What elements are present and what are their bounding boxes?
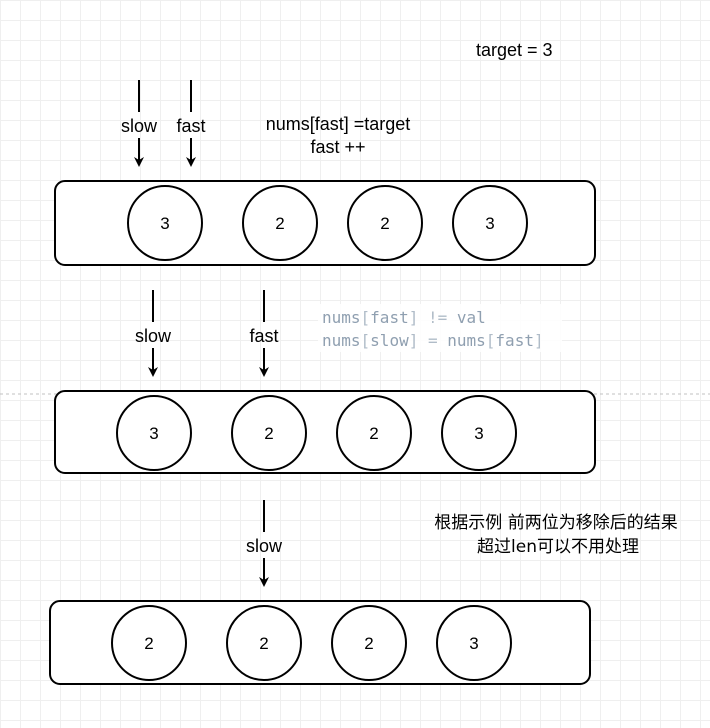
array-element-value: 2 [364,634,373,653]
target-label: target = 3 [476,40,553,60]
array-element-circle [452,185,528,261]
fast-pointer-label: fast [176,116,205,136]
array-element-circle [111,605,187,681]
fast-pointer-label: fast [249,326,278,346]
array-element-circle [331,605,407,681]
step-1: slow fast nums[fast] =target fast ++ 3 2… [54,80,596,266]
array-element-circle [231,395,307,471]
array-element-circle [441,395,517,471]
array-element-value: 2 [144,634,153,653]
array-element-value: 3 [474,424,483,443]
array-element-circle [116,395,192,471]
step-3: slow 根据示例 前两位为移除后的结果 超过len可以不用处理 2 2 2 3 [49,500,678,685]
array-element-circle [242,185,318,261]
code-snippet-line1: nums[fast] != val [322,308,486,327]
array-element-circle [436,605,512,681]
code-snippet-line2: nums[slow] = nums[fast] [322,331,544,350]
slow-pointer-label: slow [121,116,158,136]
step1-note-line2: fast ++ [310,137,365,157]
step-2: slow fast nums[fast] != val nums[slow] =… [54,290,596,474]
array-element-circle [347,185,423,261]
array-element-value: 3 [160,214,169,233]
array-element-circle [226,605,302,681]
slow-pointer-label: slow [246,536,283,556]
array-element-value: 3 [469,634,478,653]
array-element-value: 2 [275,214,284,233]
array-element-value: 2 [259,634,268,653]
array-element-circle [336,395,412,471]
code-snippet-background [318,304,562,352]
array-element-value: 2 [380,214,389,233]
slow-pointer-label: slow [135,326,172,346]
array-element-value: 2 [369,424,378,443]
result-note-line1: 根据示例 前两位为移除后的结果 [434,513,677,533]
array-element-circle [127,185,203,261]
array-element-value: 2 [264,424,273,443]
step1-note-line1: nums[fast] =target [266,114,411,134]
array-element-value: 3 [149,424,158,443]
result-note-line2: 超过len可以不用处理 [477,537,639,557]
array-element-value: 3 [485,214,494,233]
